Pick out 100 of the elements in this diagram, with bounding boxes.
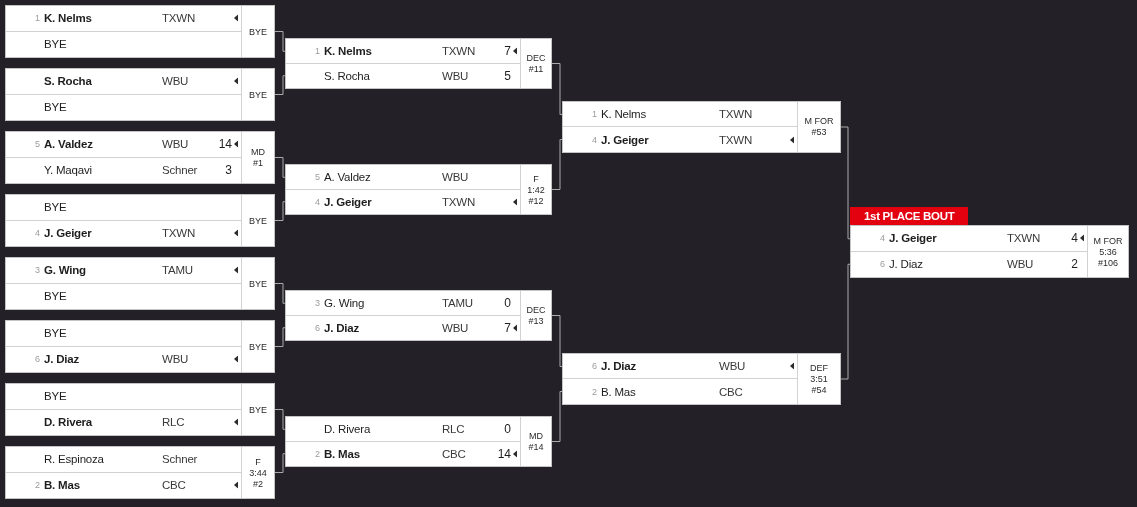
connector-line	[840, 126, 852, 240]
seed-number: 3	[35, 264, 40, 278]
team-name: TAMU	[442, 295, 473, 310]
wrestler-name: K. Nelms	[601, 107, 647, 121]
team-name: TXWN	[719, 132, 753, 147]
competitor-row	[563, 102, 798, 127]
wrestler-name: J. Diaz	[324, 320, 360, 335]
score: 3	[225, 163, 232, 178]
team-name: WBU	[442, 169, 469, 184]
competitor-row	[6, 384, 242, 410]
competitor-row	[6, 321, 242, 347]
match-result: DEC #13	[525, 304, 547, 327]
team-name: TXWN	[1007, 231, 1041, 246]
match-result: F 3:44 #2	[248, 456, 268, 489]
team-name: CBC	[719, 384, 743, 399]
match-box	[5, 194, 275, 247]
match-result: F 1:42 #12	[526, 173, 546, 206]
seed-number: 5	[35, 138, 40, 152]
team-name: TXWN	[719, 107, 753, 121]
team-name: TXWN	[162, 226, 196, 241]
competitor-row	[6, 195, 242, 221]
match-box	[5, 383, 275, 436]
score: 5	[504, 68, 511, 83]
team-name: TXWN	[162, 11, 196, 26]
wrestler-name: G. Wing	[324, 295, 365, 310]
bye-label: BYE	[44, 37, 67, 52]
match-result: BYE	[249, 278, 267, 289]
match-box	[5, 446, 275, 499]
wrestler-name: J. Diaz	[44, 352, 80, 367]
connector-line	[274, 409, 287, 430]
wrestler-name: Y. Maqavi	[44, 163, 92, 178]
seed-number: 6	[35, 353, 40, 367]
match-box	[5, 320, 275, 373]
wrestler-name: A. Valdez	[324, 169, 371, 184]
team-name: CBC	[162, 478, 186, 493]
competitor-row	[286, 417, 521, 442]
connector-line	[274, 453, 287, 473]
seed-number: 4	[315, 195, 320, 209]
wrestler-name: J. Geiger	[44, 226, 92, 241]
wrestler-name: A. Valdez	[44, 137, 93, 152]
seed-number: 1	[35, 12, 40, 26]
competitor-row	[6, 132, 242, 158]
competitor-row	[851, 226, 1088, 252]
score: 7	[504, 43, 511, 58]
match-result: MD #14	[527, 430, 545, 453]
bye-label: BYE	[44, 389, 67, 404]
connector-line	[274, 75, 287, 95]
competitor-row	[6, 69, 242, 95]
competitor-row	[286, 291, 521, 316]
match-box	[285, 290, 552, 341]
match-result: M FOR 5:36 #106	[1092, 235, 1124, 268]
seed-number: 3	[315, 296, 320, 310]
connector-line	[274, 327, 287, 347]
score: 14	[497, 446, 511, 461]
team-name: RLC	[442, 421, 465, 436]
team-name: WBU	[162, 74, 189, 89]
team-name: WBU	[1007, 257, 1034, 272]
seed-number: 5	[315, 170, 320, 184]
seed-number: 6	[315, 321, 320, 335]
wrestler-name: B. Mas	[601, 384, 636, 399]
competitor-row	[563, 354, 798, 379]
team-name: WBU	[162, 352, 189, 367]
team-name: WBU	[442, 320, 469, 335]
wrestler-name: J. Diaz	[889, 257, 923, 272]
match-result: MD #1	[250, 146, 266, 169]
competitor-row	[6, 6, 242, 32]
seed-number: 1	[592, 108, 597, 121]
seed-number: 4	[35, 227, 40, 241]
seed-number: 2	[315, 447, 320, 461]
match-box	[285, 38, 552, 89]
match-result: M FOR #53	[803, 116, 835, 138]
wrestler-name: J. Geiger	[889, 231, 937, 246]
wrestler-name: D. Rivera	[324, 421, 371, 436]
wrestler-name: D. Rivera	[44, 415, 93, 430]
team-name: RLC	[162, 415, 185, 430]
match-result: BYE	[249, 89, 267, 100]
bout-heading: 1st PLACE BOUT	[850, 207, 969, 225]
connector-line	[274, 31, 287, 52]
bye-label: BYE	[44, 200, 67, 215]
team-name: Schner	[162, 163, 198, 178]
wrestler-name: R. Espinoza	[44, 452, 104, 467]
team-name: TAMU	[162, 263, 193, 278]
seed-number: 4	[592, 133, 597, 147]
connector-line	[274, 201, 287, 221]
connector-line	[274, 157, 287, 178]
match-result: BYE	[249, 215, 267, 226]
seed-number: 6	[592, 360, 597, 373]
team-name: TXWN	[442, 194, 476, 209]
score: 14	[218, 137, 232, 152]
score: 4	[1071, 231, 1078, 246]
match-result: BYE	[249, 26, 267, 37]
match-result: BYE	[249, 404, 267, 415]
wrestler-name: S. Rocha	[44, 74, 92, 89]
seed-number: 6	[880, 258, 885, 272]
wrestler-name: K. Nelms	[324, 43, 372, 58]
wrestler-name: G. Wing	[44, 263, 86, 278]
bye-label: BYE	[44, 326, 67, 341]
seed-number: 2	[35, 479, 40, 493]
match-result: BYE	[249, 341, 267, 352]
match-box	[5, 68, 275, 121]
